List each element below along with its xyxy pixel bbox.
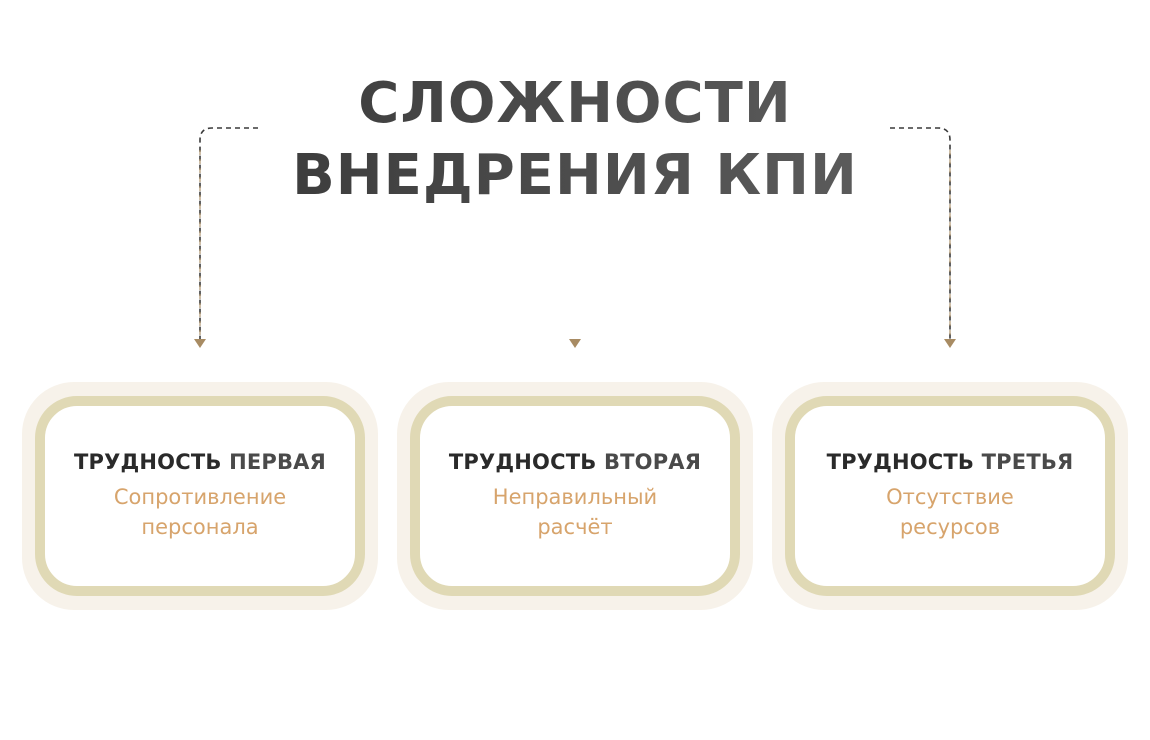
card-description-line: Сопротивление — [113, 485, 287, 509]
arrow-down-icon — [194, 339, 206, 348]
card-heading: ТРУДНОСТЬ ВТОРАЯ — [449, 450, 701, 474]
card-description-line: ресурсов — [899, 515, 1001, 539]
card-heading: ТРУДНОСТЬ ТРЕТЬЯ — [827, 450, 1074, 474]
card-description-line: Неправильный — [492, 485, 658, 509]
card-description-line: персонала — [141, 515, 259, 539]
arrow-down-icon — [944, 339, 956, 348]
difficulty-card-1: ТРУДНОСТЬ ПЕРВАЯ Сопротивление персонала — [35, 396, 365, 596]
card-description-line: расчёт — [537, 515, 613, 539]
heading-ordinal: ПЕРВАЯ — [229, 450, 327, 474]
heading-prefix: ТРУДНОСТЬ — [826, 450, 982, 474]
connector-left — [199, 127, 258, 340]
heading-ordinal: ВТОРАЯ — [603, 450, 702, 474]
difficulty-card-3: ТРУДНОСТЬ ТРЕТЬЯ Отсутствие ресурсов — [785, 396, 1115, 596]
card-heading: ТРУДНОСТЬ ПЕРВАЯ — [74, 450, 326, 474]
connector-right — [890, 127, 951, 340]
arrow-down-icon — [569, 339, 581, 348]
heading-prefix: ТРУДНОСТЬ — [73, 450, 230, 474]
heading-prefix: ТРУДНОСТЬ — [448, 450, 604, 474]
card-description-line: Отсутствие — [886, 485, 1014, 509]
difficulty-card-2: ТРУДНОСТЬ ВТОРАЯ Неправильный расчёт — [410, 396, 740, 596]
heading-ordinal: ТРЕТЬЯ — [981, 450, 1074, 474]
